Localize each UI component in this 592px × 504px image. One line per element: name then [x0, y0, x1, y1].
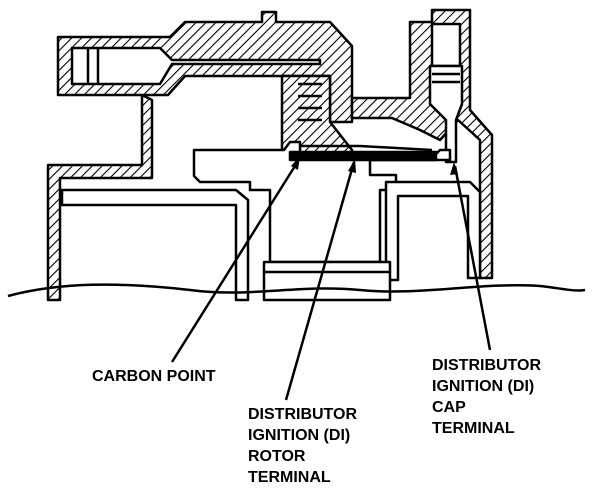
housing-left-inner-wall [60, 188, 250, 302]
distributor-shaft [262, 260, 392, 302]
cap-tower-bore [430, 22, 462, 68]
rotor-terminal-label-line: TERMINAL [248, 469, 331, 486]
rotor-terminal-leader [284, 161, 356, 401]
housing-top-arm [56, 10, 354, 124]
rotor-terminal-label: DISTRIBUTOR IGNITION (DI) ROTOR TERMINAL [248, 404, 357, 488]
cap-terminal-label-line: DISTRIBUTOR [432, 357, 542, 374]
section-break-line [7, 283, 586, 298]
housing-right-inner-wall [384, 180, 482, 282]
cap-terminal-insert [428, 64, 464, 164]
cap-terminal-label: DISTRIBUTOR IGNITION (DI) CAP TERMINAL [432, 355, 541, 439]
rotor-terminal-label-line: ROTOR [248, 448, 306, 465]
carbon-point-label: CARBON POINT [92, 366, 216, 387]
rotor-plate [288, 150, 438, 162]
cap-terminal-arrowhead [450, 162, 458, 175]
housing-left-wall [46, 93, 154, 302]
carbon-point-label-line: CARBON POINT [92, 368, 216, 385]
rotor-terminal-arrowhead [348, 159, 356, 173]
rotor-body [192, 140, 452, 264]
rotor-terminal-label-line: IGNITION (DI) [248, 427, 351, 444]
carbon-point-arrowhead [291, 156, 300, 170]
cap-terminal-label-line: TERMINAL [432, 420, 515, 437]
cap-terminal-leader [453, 165, 492, 351]
cap-terminal-label-line: IGNITION (DI) [432, 378, 535, 395]
housing-top-arm-bore [70, 46, 322, 86]
cap-terminal-label-line: CAP [432, 399, 466, 416]
rotor-terminal-label-line: DISTRIBUTOR [248, 406, 358, 423]
carbon-point-leader [170, 157, 302, 363]
